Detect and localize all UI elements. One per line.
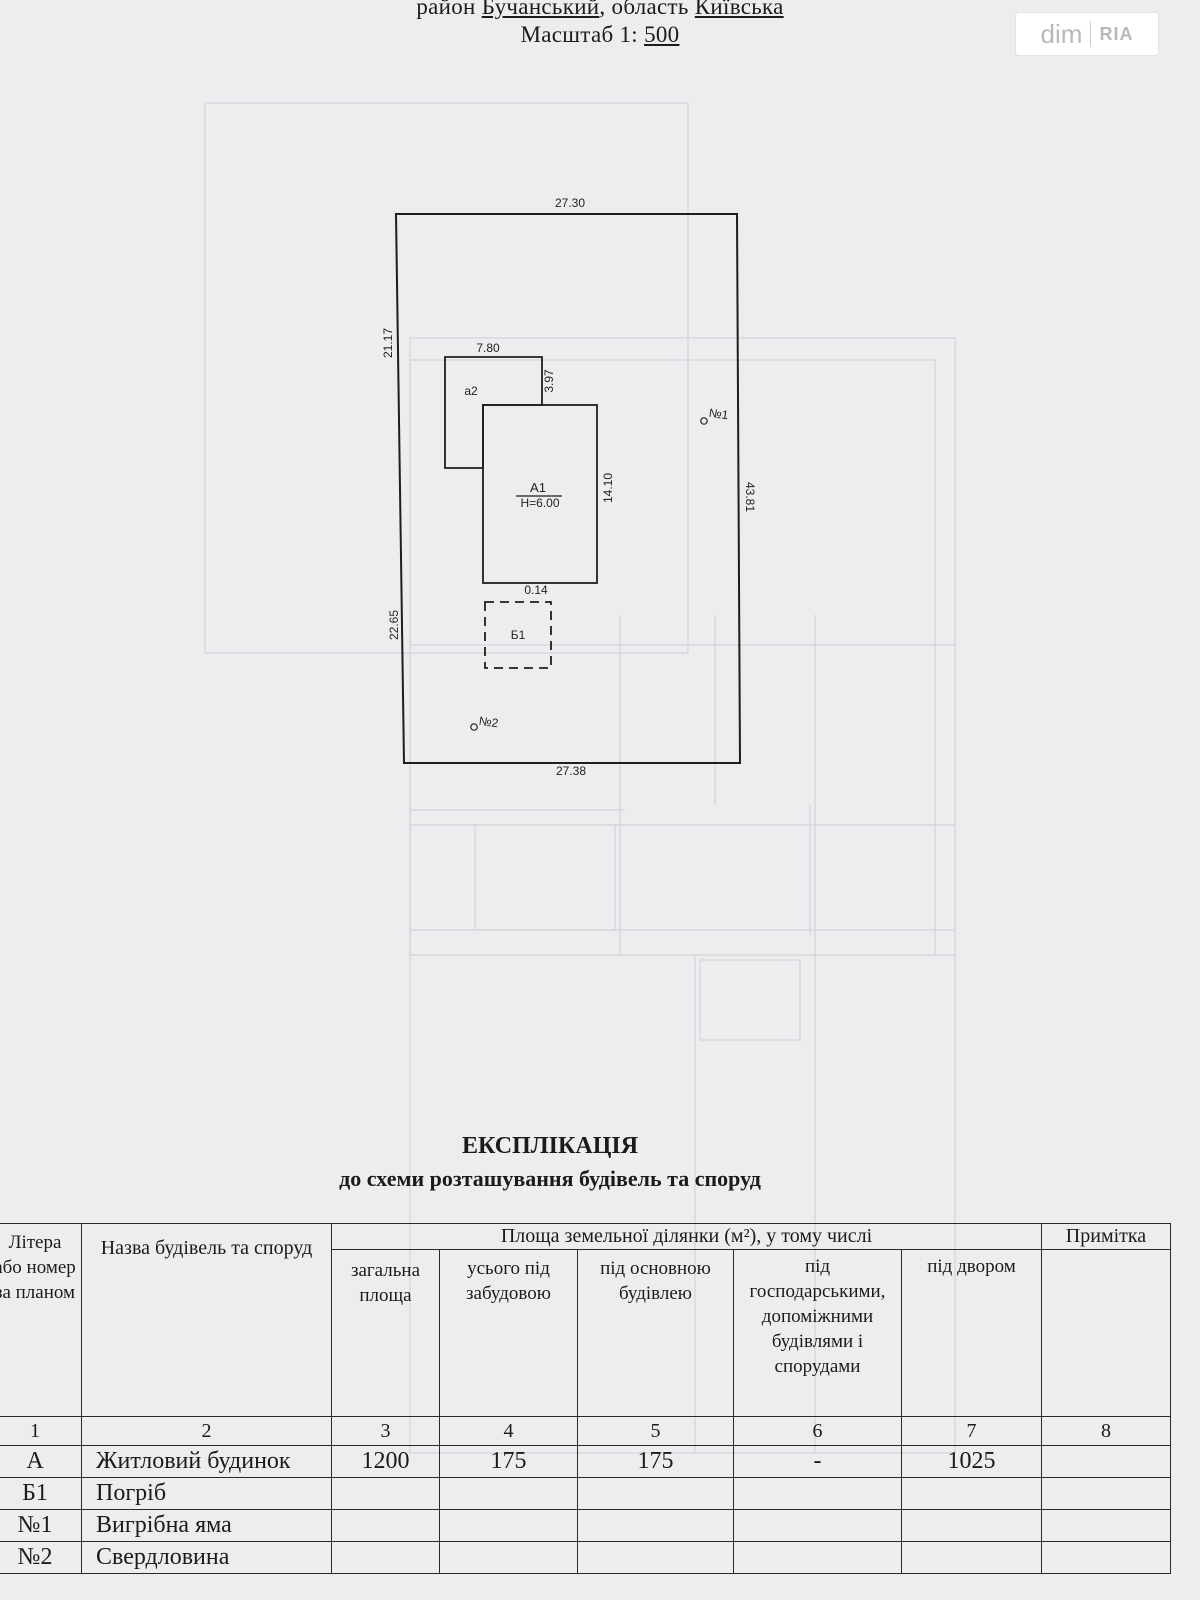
row-built [439, 1509, 578, 1542]
parcel-boundary [394, 213, 742, 764]
row-aux: - [733, 1445, 902, 1478]
row-letter: №2 [0, 1541, 82, 1574]
column-number: 4 [439, 1416, 578, 1446]
watermark-text-ria: RIA [1099, 23, 1134, 44]
pit-label: №1 [708, 406, 730, 423]
annex-outline [444, 356, 543, 469]
row-built [439, 1541, 578, 1574]
row-yard [901, 1541, 1042, 1574]
dim-annex-width: 7.80 [476, 341, 500, 355]
table-subheader-row: загальна площа усього під забудовою під … [0, 1249, 1171, 1417]
row-note [1041, 1477, 1171, 1510]
location-line: район Бучанський, область Київська [0, 0, 1200, 20]
explication-subtitle: до схеми розташування будівель та споруд [339, 1166, 761, 1191]
region-label: область [611, 0, 689, 19]
header-built-area: усього під забудовою [439, 1249, 578, 1417]
row-letter: Б1 [0, 1477, 82, 1510]
header-area-group: Площа земельної ділянки (м²), у тому чис… [331, 1223, 1042, 1250]
watermark-divider [1090, 21, 1092, 47]
table-row: №1 Вигрібна яма [0, 1509, 1171, 1542]
row-note [1041, 1509, 1171, 1542]
row-main [577, 1477, 734, 1510]
column-number: 8 [1041, 1416, 1171, 1446]
row-aux [733, 1477, 902, 1510]
header-yard: під двором [901, 1249, 1042, 1417]
row-aux [733, 1541, 902, 1574]
row-built [439, 1477, 578, 1510]
row-total [331, 1477, 440, 1510]
row-yard: 1025 [901, 1445, 1042, 1478]
header-name: Назва будівель та споруд [81, 1223, 332, 1417]
row-name: Свердловина [81, 1541, 332, 1574]
explication-table: Літера або номер за планом Назва будівел… [0, 1223, 1171, 1574]
dim-right: 43.81 [743, 482, 757, 512]
header-auxiliary-buildings: під господарськими, допоміжними будівлям… [733, 1249, 902, 1417]
header-note: Примітка [1041, 1223, 1171, 1250]
dim-annex-depth: 3.97 [542, 369, 556, 393]
column-number-row: 1 2 3 4 5 6 7 8 [0, 1416, 1171, 1446]
row-name: Житловий будинок [81, 1445, 332, 1478]
table-row: А Житловий будинок 1200 175 175 - 1025 [0, 1445, 1171, 1478]
column-number: 1 [0, 1416, 82, 1446]
row-aux [733, 1509, 902, 1542]
row-total [331, 1509, 440, 1542]
cellar-label: Б1 [511, 628, 526, 642]
pit-marker [700, 417, 708, 425]
explication-title: ЕКСПЛІКАЦІЯ [461, 1133, 639, 1159]
well-marker [470, 723, 478, 731]
row-total: 1200 [331, 1445, 440, 1478]
watermark-logo: dim RIA [1015, 12, 1159, 56]
annex-label: а2 [464, 384, 478, 398]
table-row: №2 Свердловина [0, 1541, 1171, 1574]
dim-gap: 0.14 [524, 583, 548, 597]
watermark-text-dim: dim [1040, 18, 1083, 49]
dim-bottom: 27.38 [556, 764, 586, 778]
table-header-row: Літера або номер за планом Назва будівел… [0, 1223, 1171, 1417]
house-label: А1 [530, 480, 546, 495]
scale-line: Масштаб 1: 500 [0, 22, 1200, 48]
row-note [1041, 1541, 1171, 1574]
column-number: 2 [81, 1416, 332, 1446]
row-built: 175 [439, 1445, 578, 1478]
scale-value: 500 [644, 22, 680, 47]
row-name: Погріб [81, 1477, 332, 1510]
dim-house-depth: 14.10 [601, 473, 615, 503]
dim-top: 27.30 [555, 196, 585, 210]
row-letter: А [0, 1445, 82, 1478]
row-main [577, 1509, 734, 1542]
row-name: Вигрібна яма [81, 1509, 332, 1542]
column-number: 7 [901, 1416, 1042, 1446]
scale-label: Масштаб 1: [520, 22, 638, 47]
header-total-area: загальна площа [331, 1249, 440, 1417]
dim-left-upper: 21.17 [381, 328, 395, 358]
house-outline [482, 404, 598, 584]
header-note-blank [1041, 1249, 1171, 1417]
column-number: 3 [331, 1416, 440, 1446]
row-main [577, 1541, 734, 1574]
row-note [1041, 1445, 1171, 1478]
row-main: 175 [577, 1445, 734, 1478]
row-yard [901, 1477, 1042, 1510]
house-height-label: Н=6.00 [520, 496, 559, 510]
table-row: Б1 Погріб [0, 1477, 1171, 1510]
district-label: район [416, 0, 476, 19]
row-total [331, 1541, 440, 1574]
column-number: 6 [733, 1416, 902, 1446]
cellar-outline [484, 601, 552, 669]
district-value: Бучанський [481, 0, 600, 19]
row-letter: №1 [0, 1509, 82, 1542]
column-number: 5 [577, 1416, 734, 1446]
row-yard [901, 1509, 1042, 1542]
header-main-building: під основною будівлею [577, 1249, 734, 1417]
header-letter: Літера або номер за планом [0, 1223, 82, 1417]
well-label: №2 [478, 714, 500, 731]
region-value: Київська [694, 0, 784, 19]
dim-left-lower: 22.65 [387, 610, 401, 640]
